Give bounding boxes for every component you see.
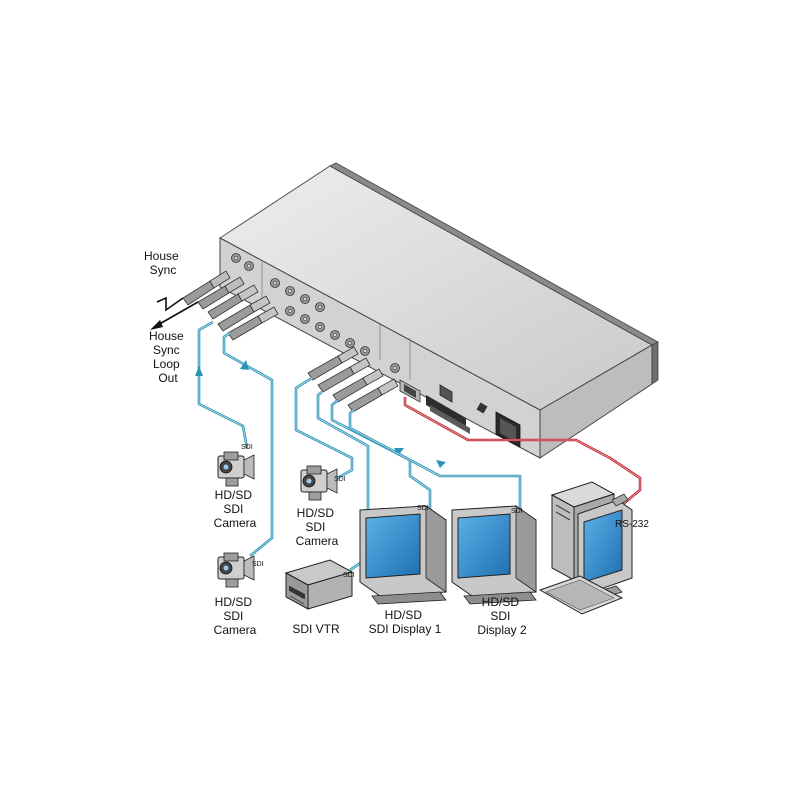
rs232-cable <box>403 397 642 506</box>
display-2-device <box>451 505 537 605</box>
pc-screen <box>583 509 623 583</box>
label-camera-1: HD/SD SDI Camera <box>214 488 257 530</box>
label-camera-3: HD/SD SDI Camera <box>296 506 339 548</box>
pc-device <box>538 481 633 615</box>
dip-switch <box>476 402 488 414</box>
terminal-block <box>426 395 470 434</box>
sdi-tag-display-2: SDI <box>511 508 523 515</box>
sdi-tag-display-1: SDI <box>417 505 429 512</box>
label-vtr: SDI VTR <box>292 622 340 636</box>
camera-2-device <box>217 552 255 588</box>
display-1-device <box>359 505 447 605</box>
label-display-2: HD/SD SDI Display 2 <box>477 595 527 637</box>
ethernet-port <box>439 384 453 403</box>
house-sync-connection <box>150 270 245 330</box>
output-plugs <box>307 346 399 413</box>
label-display-1: HD/SD SDI Display 1 <box>369 608 442 636</box>
device-labels: House Sync House Sync Loop Out HD/SD SDI… <box>144 249 649 637</box>
label-camera-2: HD/SD SDI Camera <box>214 595 257 637</box>
arrow-icon <box>240 360 249 370</box>
display-1-screen <box>365 513 421 579</box>
arrow-icon <box>150 320 163 330</box>
sdi-tag-camera-1: SDI <box>241 444 253 451</box>
rs232-port <box>399 379 421 403</box>
camera-3-device <box>300 465 338 501</box>
power-inlet <box>495 411 521 448</box>
arrow-icon <box>195 366 203 376</box>
sdi-tag-vtr: SDI <box>343 572 355 579</box>
vtr-device <box>284 559 354 610</box>
arrow-icon <box>394 448 404 456</box>
camera-1-device <box>217 451 255 487</box>
rear-bnc-row <box>231 253 400 373</box>
input-plugs <box>207 284 279 341</box>
port-tags: SDI SDI SDI SDI SDI SDI <box>241 444 523 579</box>
sdi-tag-camera-2: SDI <box>252 561 264 568</box>
display-2-screen <box>457 513 511 579</box>
label-house-sync: House Sync <box>144 249 182 277</box>
label-rs232: RS-232 <box>615 519 649 530</box>
arrow-icon <box>436 460 446 468</box>
switcher-unit <box>219 162 659 459</box>
label-house-sync-loop-out: House Sync Loop Out <box>149 329 187 385</box>
sdi-tag-camera-3: SDI <box>334 476 346 483</box>
